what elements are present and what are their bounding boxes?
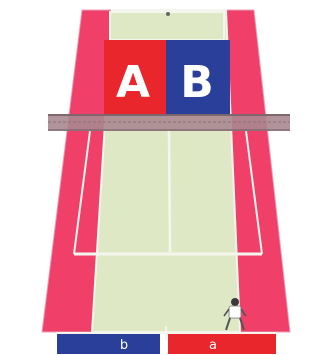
label-b-upper: B [180, 61, 214, 105]
near-center-service-line [169, 131, 170, 252]
label-a-upper: A [116, 61, 150, 105]
far-back-court [110, 12, 224, 40]
baseline-marker-b [57, 333, 160, 354]
baseline-marker-a [168, 333, 276, 354]
label-b-lower: b [120, 339, 128, 352]
far-center-mark [166, 12, 170, 16]
label-a-lower: a [209, 339, 217, 352]
